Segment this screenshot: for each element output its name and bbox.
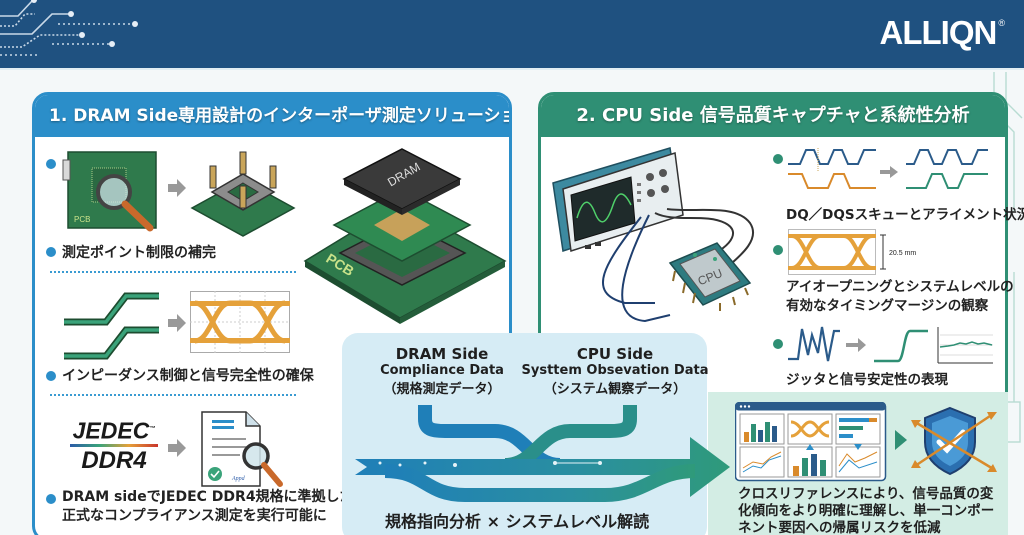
label-line-1: DRAM sideでJEDEC DDR4規格に準拠した xyxy=(62,489,354,505)
logo-text: ALLIQN xyxy=(879,14,998,51)
pcb-magnifier-icon: PCB xyxy=(62,151,157,232)
data-flow-arrow-icon xyxy=(355,405,730,502)
bullet-icon xyxy=(773,245,783,255)
dram-interposer-stack-icon: PCB DRAM xyxy=(303,148,507,324)
jedec-ddr4-logo: JEDEC™ DDR4 xyxy=(66,418,162,473)
arrow-right-icon xyxy=(168,439,186,457)
circuit-decoration-icon xyxy=(0,0,138,56)
cpu-subtitle: Systtem Obsevation Data xyxy=(521,363,709,378)
result-line-3: ネント要因への帰属リスクを低減 xyxy=(738,520,941,535)
compliance-document-icon: Appd xyxy=(201,411,283,487)
oscilloscope-cpu-icon: CPU xyxy=(552,147,755,323)
panel2-title: 2. CPU Side 信号品質キャプチャと系統性分析 xyxy=(541,95,1005,137)
jedec-text: JEDEC xyxy=(72,417,150,444)
tm-mark: ™ xyxy=(149,426,156,432)
ddr4-text: DDR4 xyxy=(81,446,147,474)
panel1-title: 1. DRAM Side専用設計のインターポーザ測定ソリューション xyxy=(35,95,509,137)
cpu-side-data-label: CPU Side Systtem Obsevation Data （システム観察… xyxy=(520,345,710,397)
svg-text:Appd: Appd xyxy=(231,476,246,482)
interposer-socket-icon xyxy=(190,151,296,237)
item-label-jedec-compliance: DRAM sideでJEDEC DDR4規格に準拠した 正式なコンプライアンス測… xyxy=(62,488,354,526)
result-line-1: クロスリファレンスにより、信号品質の変 xyxy=(738,486,994,502)
dram-jp: （規格測定データ） xyxy=(383,382,501,397)
bullet-icon xyxy=(46,494,56,504)
label-line-2: 正式なコンプライアンス測定を実行可能に xyxy=(62,508,327,524)
dashboard-shield-icon xyxy=(735,402,997,482)
bullet-icon xyxy=(46,159,56,169)
svg-text:20.5 mm: 20.5 mm xyxy=(889,250,916,257)
item-label-measurement-points: 測定ポイント制限の補完 xyxy=(62,245,216,261)
bullet-icon xyxy=(773,339,783,349)
registered-mark: ® xyxy=(998,18,1005,28)
item-label-impedance: インピーダンス制御と信号完全性の確保 xyxy=(62,368,314,384)
result-line-2: 化傾向をより明確に理解し、単一コンポー xyxy=(738,503,995,519)
merge-caption: 規格指向分析 × システムレベル解読 xyxy=(385,512,650,531)
label-line-2: 有効なタイミングマージンの観察 xyxy=(786,298,989,314)
dram-subtitle: Compliance Data xyxy=(380,363,504,378)
trace-lines-icon xyxy=(64,292,159,360)
bullet-icon xyxy=(46,371,56,381)
bullet-icon xyxy=(773,154,783,164)
arrow-right-icon xyxy=(168,179,186,197)
eye-opening-icon: 20.5 mm xyxy=(788,229,916,275)
eye-diagram-icon xyxy=(190,291,290,353)
bullet-icon xyxy=(46,247,56,257)
svg-text:PCB: PCB xyxy=(74,215,90,224)
divider xyxy=(50,394,296,396)
result-caption: クロスリファレンスにより、信号品質の変 化傾向をより明確に理解し、単一コンポー … xyxy=(738,486,994,535)
item-label-eye-opening: アイオープニングとシステムレベルの 有効なタイミングマージンの観察 xyxy=(786,278,1014,316)
dram-title: DRAM Side xyxy=(395,345,489,363)
header-banner: ALLIQN® xyxy=(0,0,1024,70)
item-label-jitter: ジッタと信号安定性の表現 xyxy=(786,372,948,388)
item-label-dq-dqs-skew: DQ／DQSスキューとアライメント状況 xyxy=(786,207,1024,223)
divider xyxy=(50,271,296,273)
dram-side-data-label: DRAM Side Compliance Data （規格測定データ） xyxy=(372,345,512,397)
skew-waveform-icon xyxy=(788,148,988,189)
label-line-1: アイオープニングとシステムレベルの xyxy=(786,279,1014,295)
cpu-jp: （システム観察データ） xyxy=(543,382,687,397)
cpu-title: CPU Side xyxy=(576,345,654,363)
arrow-right-icon xyxy=(168,314,186,332)
jitter-waveform-icon xyxy=(788,326,993,364)
allion-logo: ALLIQN® xyxy=(879,14,1005,52)
